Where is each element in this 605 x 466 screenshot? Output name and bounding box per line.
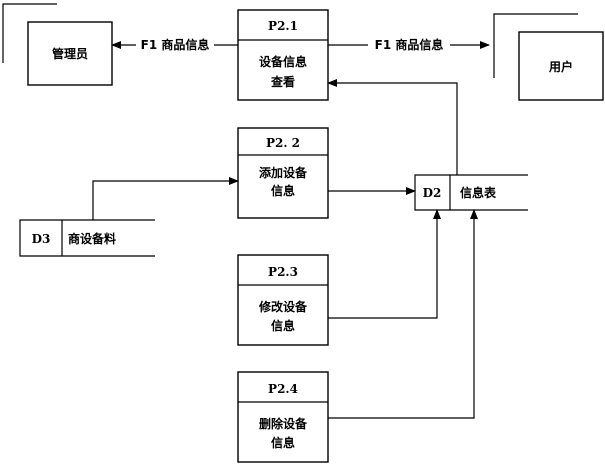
store-d2-id: D2 — [423, 186, 442, 200]
process-p2-4-box — [237, 371, 329, 463]
entity-admin-box — [27, 21, 113, 86]
entity-user-shadow — [493, 13, 578, 78]
process-p2-1: P2.1 设备信息 查看 — [237, 9, 329, 101]
process-p2-3: P2.3 修改设备 信息 — [237, 254, 329, 346]
store-d3-label: 商设备料 — [68, 231, 116, 246]
process-p2-2-id: P2. 2 — [266, 136, 300, 150]
flow-d3-to-p2-2 — [92, 177, 239, 220]
store-d3-outline — [19, 219, 155, 257]
flow-to-admin-label: F1 商品信息 — [141, 37, 210, 52]
process-p2-4: P2.4 删除设备 信息 — [237, 371, 329, 463]
process-p2-4-line1: 删除设备 — [259, 416, 308, 431]
store-d3-id: D3 — [32, 232, 51, 246]
entity-user-label: 用户 — [548, 59, 573, 74]
process-p2-3-line2: 信息 — [271, 318, 295, 333]
flow-p2-4-to-d2 — [328, 209, 478, 419]
process-p2-3-line1: 修改设备 — [258, 299, 308, 314]
process-p2-1-box — [237, 9, 329, 101]
store-d2: D2 信息表 — [414, 174, 528, 211]
entity-admin-shadow — [2, 3, 57, 63]
flow-p2-3-to-d2 — [328, 209, 441, 319]
process-p2-2: P2. 2 添加设备 信息 — [237, 127, 329, 219]
process-p2-1-line2: 查看 — [270, 74, 295, 89]
process-p2-2-box — [237, 127, 329, 219]
process-p2-3-id: P2.3 — [268, 265, 298, 279]
flow-to-user-label: F1 商品信息 — [375, 37, 444, 52]
flow-p2-1-to-admin: F1 商品信息 — [111, 37, 238, 52]
flow-d2-to-p2-1 — [327, 79, 458, 175]
entity-user-box — [518, 31, 604, 101]
store-d2-label: 信息表 — [460, 185, 497, 200]
process-p2-4-line2: 信息 — [271, 435, 295, 450]
process-p2-2-line1: 添加设备 — [259, 165, 308, 180]
entity-user: 用户 — [493, 13, 604, 101]
process-p2-2-line2: 信息 — [271, 183, 295, 198]
flow-p2-1-to-user: F1 商品信息 — [328, 37, 490, 52]
store-d3: D3 商设备料 — [19, 219, 155, 257]
process-p2-1-line1: 设备信息 — [259, 54, 307, 69]
process-p2-3-box — [237, 254, 329, 346]
process-p2-4-id: P2.4 — [268, 382, 298, 396]
entity-admin: 管理员 — [2, 3, 113, 86]
process-p2-1-id: P2.1 — [268, 19, 298, 33]
entity-admin-label: 管理员 — [52, 46, 88, 61]
